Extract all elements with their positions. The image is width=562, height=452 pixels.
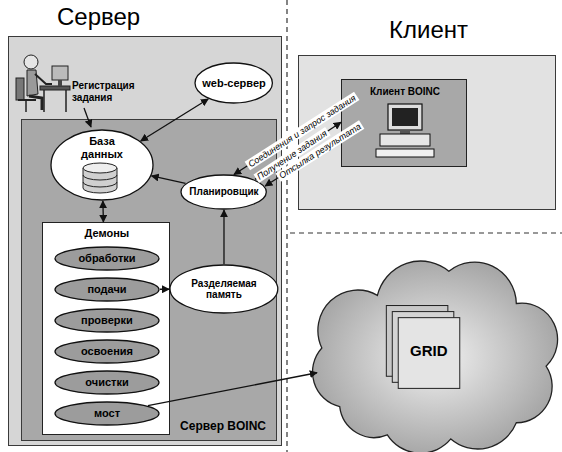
text-block: проверки xyxy=(81,314,133,327)
text-block: GRID xyxy=(410,342,448,359)
connector-arrow xyxy=(148,373,317,406)
scheduler-ellipse: Планировщик xyxy=(180,174,267,210)
shared-memory-ellipse: Разделяемая память xyxy=(169,264,279,314)
node-label: База данных xyxy=(72,135,132,160)
text-block: освоения xyxy=(81,345,133,358)
dashed-separator xyxy=(286,0,287,452)
node-label: Клиент BOINC xyxy=(370,86,440,98)
daemon-ellipse: мост xyxy=(54,401,160,426)
panel-heading: Клиент xyxy=(389,16,468,44)
node-label: мост xyxy=(94,407,120,420)
cylinder-ring xyxy=(83,182,117,187)
monitor-stand xyxy=(58,80,62,86)
ellipse-shape xyxy=(181,175,266,209)
node-label: Разделяемая память xyxy=(182,278,266,301)
node-label: проверки xyxy=(81,314,133,327)
cylinder-ring xyxy=(83,175,117,180)
chair-back xyxy=(16,78,24,100)
text-block: web-сервер xyxy=(202,77,265,90)
desk xyxy=(40,86,70,90)
monitor-frame xyxy=(388,104,422,130)
monitor-stand xyxy=(400,130,410,134)
cylinder-top xyxy=(83,163,117,173)
panel-heading: Сервер xyxy=(57,3,140,31)
node-label: Демоны xyxy=(85,227,130,240)
keyboard xyxy=(376,149,434,157)
operator-head xyxy=(24,55,38,69)
daemon-ellipse: подачи xyxy=(54,277,160,302)
text-block: Сервер xyxy=(57,3,140,31)
database-icon xyxy=(83,163,117,193)
registration-arrow xyxy=(84,108,91,127)
daemon-ellipse: проверки xyxy=(54,308,160,333)
connector-arrow xyxy=(223,210,224,264)
daemon-ellipse: очистки xyxy=(54,370,160,395)
ellipse-shape xyxy=(55,371,159,394)
document-sheet xyxy=(398,318,460,389)
annotation-label: Регистрация задания xyxy=(72,80,152,104)
daemons-box: обработки подачи проверки освоения очистки мо… xyxy=(42,222,170,435)
computer-icon xyxy=(376,104,434,157)
node-label: очистки xyxy=(85,376,128,389)
cloud-shape xyxy=(313,261,558,452)
ellipse-shape xyxy=(170,265,278,313)
chair-leg xyxy=(25,100,27,112)
daemon-ellipse: освоения xyxy=(54,339,160,364)
node-label: обработки xyxy=(78,252,135,265)
daemon-ellipse: обработки xyxy=(54,246,160,271)
operator-leg xyxy=(29,96,42,110)
node-label: web-сервер xyxy=(202,77,265,90)
text-block: База данных xyxy=(72,135,132,160)
desk-leg xyxy=(65,90,67,112)
node-label: подачи xyxy=(87,283,126,296)
dashed-separator xyxy=(290,232,562,233)
ellipse-shape xyxy=(51,130,153,200)
ellipse-shape xyxy=(55,402,159,425)
operator-arm xyxy=(35,74,52,84)
node-label: GRID xyxy=(410,342,448,359)
system-unit xyxy=(380,134,430,146)
connector-arrow xyxy=(160,289,169,290)
ellipse-shape xyxy=(55,309,159,332)
text-block: подачи xyxy=(87,283,126,296)
node-label: Планировщик xyxy=(189,186,258,198)
ellipse-shape xyxy=(55,247,159,270)
chair-seat xyxy=(18,99,36,101)
ellipse-shape xyxy=(55,278,159,301)
text-block: очистки xyxy=(85,376,128,389)
text-block: Планировщик xyxy=(189,186,258,198)
text-block: Клиент BOINC xyxy=(370,86,440,98)
connector-arrow xyxy=(152,176,186,184)
web-server-ellipse: web-сервер xyxy=(194,62,273,104)
connector-arrow xyxy=(141,99,209,141)
text-block: мост xyxy=(94,407,120,420)
text-block: Сервер BOINC xyxy=(180,420,266,434)
monitor xyxy=(52,66,68,80)
connector-arrow xyxy=(102,201,104,222)
operator-illustration xyxy=(16,55,70,112)
monitor-screen xyxy=(392,108,418,126)
text-block: Клиент xyxy=(389,16,468,44)
desk-leg xyxy=(43,90,45,112)
client-panel: Клиент BOINCКлиент xyxy=(298,55,556,210)
server-panel: web-серверБаза данныхПланировщик обработк… xyxy=(8,36,282,446)
node-label: освоения xyxy=(81,345,133,358)
ellipse-shape xyxy=(195,63,272,103)
node-label: Сервер BOINC xyxy=(180,420,266,434)
text-block: Разделяемая память xyxy=(182,278,266,301)
text-block: Демоны xyxy=(85,227,130,240)
boinc-server-panel: База данныхПланировщик обработки подачи про… xyxy=(21,119,277,441)
text-block: обработки xyxy=(78,252,135,265)
ellipse-shape xyxy=(55,340,159,363)
grid-cloud: GRID xyxy=(300,255,558,447)
